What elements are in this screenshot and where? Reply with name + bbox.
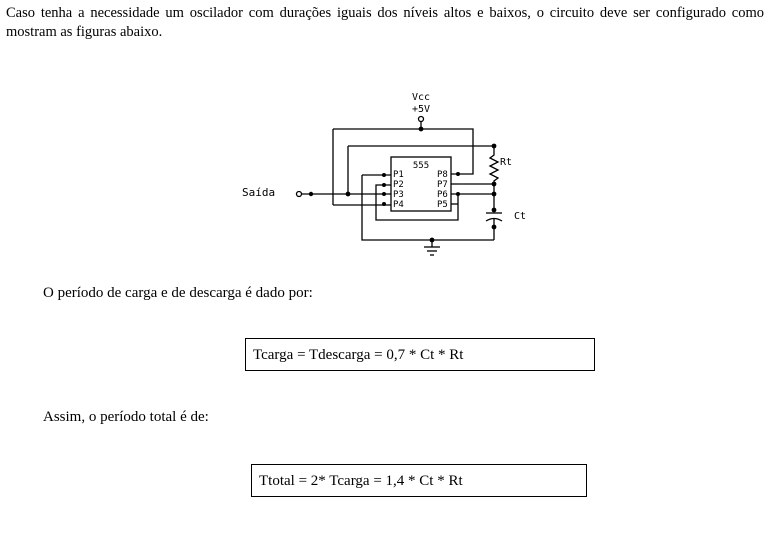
ic-label: 555 xyxy=(413,161,429,171)
formula-total: Ttotal = 2* Tcarga = 1,4 * Ct * Rt xyxy=(259,472,463,489)
rt-resistor xyxy=(488,152,500,184)
vcc-label: Vcc xyxy=(412,92,430,103)
pin-p3: P3 xyxy=(393,190,404,200)
formula-box-total: Ttotal = 2* Tcarga = 1,4 * Ct * Rt xyxy=(251,464,587,497)
intro-paragraph: Caso tenha a necessidade um oscilador co… xyxy=(6,5,764,40)
pin-p2: P2 xyxy=(393,180,404,190)
circuit-diagram-555: Vcc +5V 555 P1 P2 P3 P4 P8 P7 P6 P5 Saíd… xyxy=(242,92,526,256)
ct-label: Ct xyxy=(514,211,526,222)
pin-p5: P5 xyxy=(437,200,448,210)
formula-charge: Tcarga = Tdescarga = 0,7 * Ct * Rt xyxy=(253,346,464,363)
formula-box-charge: Tcarga = Tdescarga = 0,7 * Ct * Rt xyxy=(245,338,595,371)
total-period-text: Assim, o período total é de: xyxy=(43,409,209,425)
ic-555 xyxy=(390,156,452,212)
rt-label: Rt xyxy=(500,157,512,168)
charge-period-text: O período de carga e de descarga é dado … xyxy=(43,285,313,301)
output-terminal xyxy=(295,190,303,198)
vcc-value: +5V xyxy=(412,104,430,115)
pin-p8: P8 xyxy=(437,170,448,180)
vcc-terminal xyxy=(417,115,425,123)
pin-p7: P7 xyxy=(437,180,448,190)
pin-p4: P4 xyxy=(393,200,404,210)
output-label: Saída xyxy=(242,186,275,199)
pin-p1: P1 xyxy=(393,170,404,180)
pin-p6: P6 xyxy=(437,190,448,200)
